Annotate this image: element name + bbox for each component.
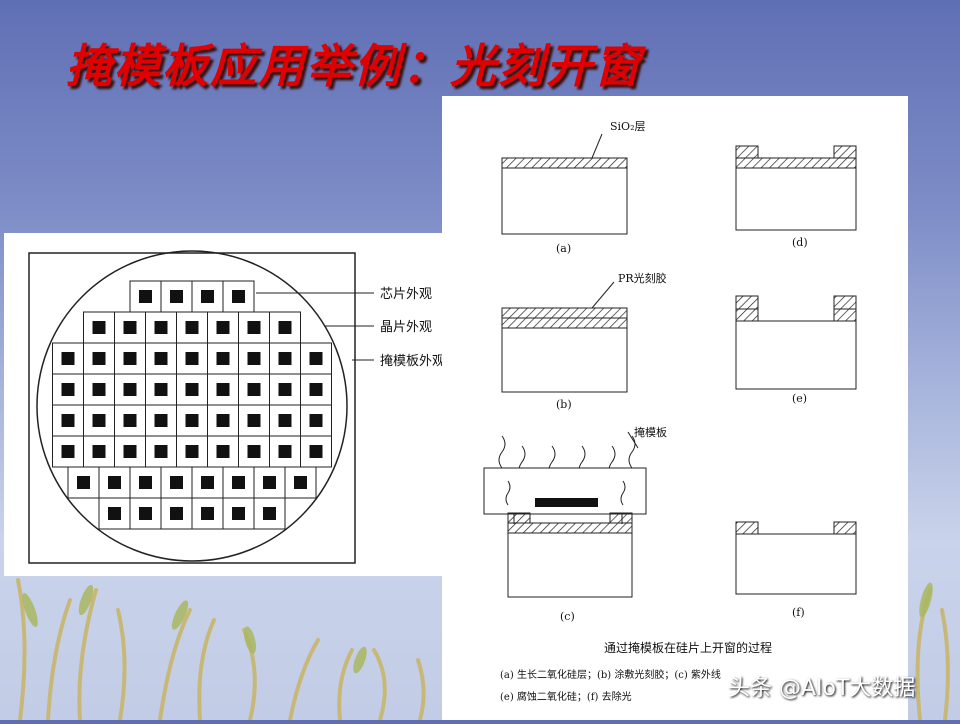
- chip-die: [247, 321, 261, 334]
- step-d-letter: (d): [792, 236, 808, 249]
- step-b-diagram: [501, 281, 628, 393]
- chip-die: [92, 321, 106, 334]
- chip-die: [77, 476, 90, 489]
- chip-die: [92, 445, 106, 458]
- chip-die: [170, 507, 183, 520]
- chip-die: [154, 445, 168, 458]
- process-figure: SiO₂层 (a) (d) PR光刻胶 (b) (e): [442, 96, 908, 720]
- chip-die: [278, 414, 292, 427]
- chip-die: [185, 445, 199, 458]
- step-b-letter: (b): [556, 398, 572, 411]
- chip-die: [139, 290, 152, 303]
- mask-label: 掩模板外观: [380, 354, 442, 369]
- chip-die: [139, 476, 152, 489]
- chip-cell: [145, 404, 177, 437]
- wafer-label: 晶片外观: [380, 320, 432, 335]
- wafer-diagram: 芯片外观 晶片外观 掩模板外观: [28, 250, 445, 564]
- chip-label: 芯片外观: [380, 287, 432, 302]
- mask-outline: [28, 252, 356, 564]
- chip-die: [216, 352, 230, 365]
- chip-die: [170, 476, 183, 489]
- chip-die: [309, 414, 323, 427]
- chip-die: [185, 352, 199, 365]
- chip-die: [123, 383, 137, 396]
- chip-grid: [52, 280, 332, 530]
- chip-die: [123, 445, 137, 458]
- chip-die: [247, 445, 261, 458]
- chip-die: [61, 414, 75, 427]
- watermark: 头条 @AIoT大数据: [728, 676, 916, 701]
- step-e-diagram: [735, 295, 857, 390]
- chip-die: [247, 414, 261, 427]
- chip-die: [185, 414, 199, 427]
- chip-die: [278, 352, 292, 365]
- chip-die: [216, 383, 230, 396]
- chip-die: [232, 290, 245, 303]
- chip-die: [201, 290, 214, 303]
- wafer-figure: 芯片外观 晶片外观 掩模板外观: [4, 233, 445, 576]
- chip-die: [92, 383, 106, 396]
- chip-die: [201, 476, 214, 489]
- chip-die: [309, 383, 323, 396]
- chip-die: [216, 321, 230, 334]
- chip-die: [216, 445, 230, 458]
- chip-die: [123, 414, 137, 427]
- chip-die: [108, 507, 121, 520]
- step-f-letter: (f): [792, 606, 805, 619]
- mask-plate-label: 掩模板: [634, 425, 667, 439]
- chip-die: [61, 383, 75, 396]
- step-f-diagram: [735, 521, 857, 595]
- chip-die: [185, 321, 199, 334]
- chip-die: [278, 445, 292, 458]
- chip-die: [108, 476, 121, 489]
- chip-die: [154, 383, 168, 396]
- step-a-diagram: [501, 133, 628, 235]
- step-a-letter: (a): [556, 242, 571, 255]
- chip-die: [278, 383, 292, 396]
- caption-line-1: (a) 生长二氧化硅层；(b) 涂敷光刻胶；(c) 紫外线: [500, 668, 721, 681]
- chip-die: [61, 352, 75, 365]
- chip-die: [123, 321, 137, 334]
- chip-die: [247, 383, 261, 396]
- step-e-letter: (e): [792, 392, 807, 405]
- chip-die: [263, 507, 276, 520]
- wafer-outline: [36, 250, 348, 562]
- process-diagram: SiO₂层 (a) (d) PR光刻胶 (b) (e): [483, 120, 857, 703]
- chip-die: [61, 445, 75, 458]
- chip-die: [247, 352, 261, 365]
- chip-die: [139, 507, 152, 520]
- chip-die: [170, 290, 183, 303]
- chip-die: [154, 352, 168, 365]
- sio2-label: SiO₂层: [610, 120, 645, 133]
- step-c-diagram: [483, 431, 647, 598]
- chip-die: [201, 507, 214, 520]
- chip-die: [123, 352, 137, 365]
- slide-title: 掩模板应用举例：光刻开窗: [66, 39, 642, 93]
- chip-die: [232, 476, 245, 489]
- step-c-letter: (c): [560, 610, 575, 623]
- chip-die: [309, 352, 323, 365]
- chip-die: [92, 352, 106, 365]
- chip-die: [154, 321, 168, 334]
- chip-die: [154, 414, 168, 427]
- chip-die: [185, 383, 199, 396]
- chip-die: [216, 414, 230, 427]
- chip-die: [294, 476, 307, 489]
- chip-die: [309, 445, 323, 458]
- chip-die: [263, 476, 276, 489]
- caption-title: 通过掩模板在硅片上开窗的过程: [604, 640, 772, 655]
- caption-line-2: (e) 腐蚀二氧化硅；(f) 去除光: [500, 690, 632, 703]
- chip-die: [278, 321, 292, 334]
- chip-die: [92, 414, 106, 427]
- chip-die: [232, 507, 245, 520]
- step-d-diagram: [735, 145, 857, 231]
- pr-label: PR光刻胶: [618, 271, 667, 285]
